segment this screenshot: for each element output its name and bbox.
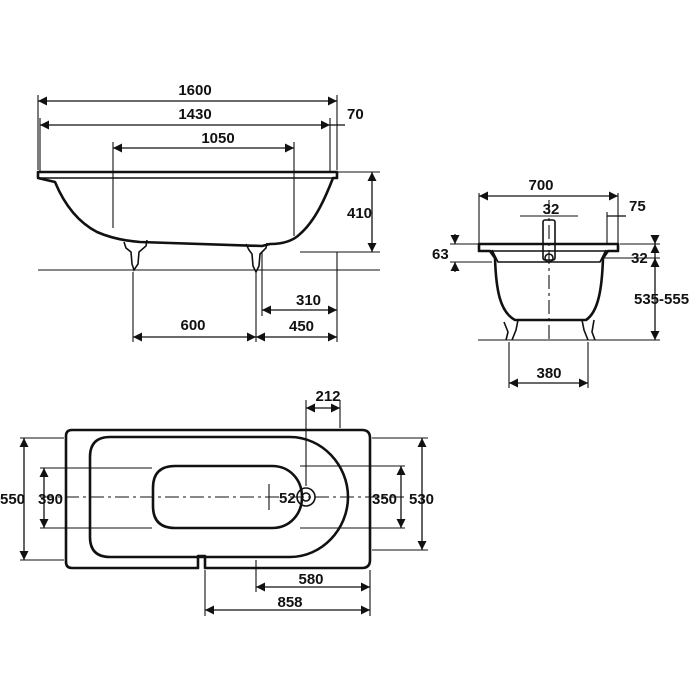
dim-label-end-width: 700 bbox=[528, 177, 553, 194]
end-view-tub-outline bbox=[477, 242, 620, 322]
dim-label-overflow-diameter: 52 bbox=[279, 490, 296, 507]
side-view-foot-left bbox=[123, 239, 148, 272]
dim-label-feet-width: 380 bbox=[536, 365, 561, 382]
end-view-foot-right bbox=[581, 319, 596, 341]
end-view-overflow-hole bbox=[544, 253, 554, 263]
dim-label-rim-overhang: 75 bbox=[629, 198, 646, 215]
end-view: 700 75 32 63 32 535-555 380 bbox=[432, 177, 689, 388]
dim-label-overall-length: 1600 bbox=[178, 82, 211, 99]
end-view-foot-left bbox=[503, 319, 519, 341]
dim-label-outer-width-right: 530 bbox=[409, 491, 434, 508]
dim-label-rim-height: 63 bbox=[432, 246, 449, 263]
dim-label-bottom-length: 1050 bbox=[201, 130, 234, 147]
dim-label-inner-length: 1430 bbox=[178, 106, 211, 123]
dim-label-height: 410 bbox=[347, 205, 372, 222]
dim-label-plan-width: 550 bbox=[0, 491, 25, 508]
side-view: 1600 1430 70 1050 410 310 600 450 bbox=[36, 82, 380, 342]
dim-label-rim-width: 70 bbox=[347, 106, 364, 123]
plan-view: 550 390 52 350 530 212 580 858 bbox=[0, 388, 434, 616]
end-view-overflow-pipe bbox=[542, 219, 556, 261]
side-view-tub-outline bbox=[36, 170, 339, 248]
dim-label-waste-offset: 310 bbox=[296, 292, 321, 309]
dim-label-drain-offset: 450 bbox=[289, 318, 314, 335]
plan-view-bottom-pad bbox=[151, 464, 304, 530]
dim-label-drain-offset-top: 212 bbox=[315, 388, 340, 405]
plan-view-drain-outer bbox=[296, 487, 316, 507]
dim-label-inner-width-left: 390 bbox=[38, 491, 63, 508]
dim-label-recess-offset: 858 bbox=[277, 594, 302, 611]
plan-view-drain-inner bbox=[301, 492, 311, 502]
dim-label-overflow-drop: 32 bbox=[631, 250, 648, 267]
dim-label-overflow-offset: 32 bbox=[543, 201, 560, 218]
dim-label-feet-spacing: 600 bbox=[180, 317, 205, 334]
dim-label-total-height: 535-555 bbox=[634, 291, 689, 308]
dim-label-recess-length: 580 bbox=[298, 571, 323, 588]
dim-label-inner-width-right: 350 bbox=[372, 491, 397, 508]
plan-view-inner-basin bbox=[88, 435, 350, 559]
side-view-foot-right bbox=[245, 242, 268, 274]
plan-view-outer-outline bbox=[64, 428, 372, 570]
